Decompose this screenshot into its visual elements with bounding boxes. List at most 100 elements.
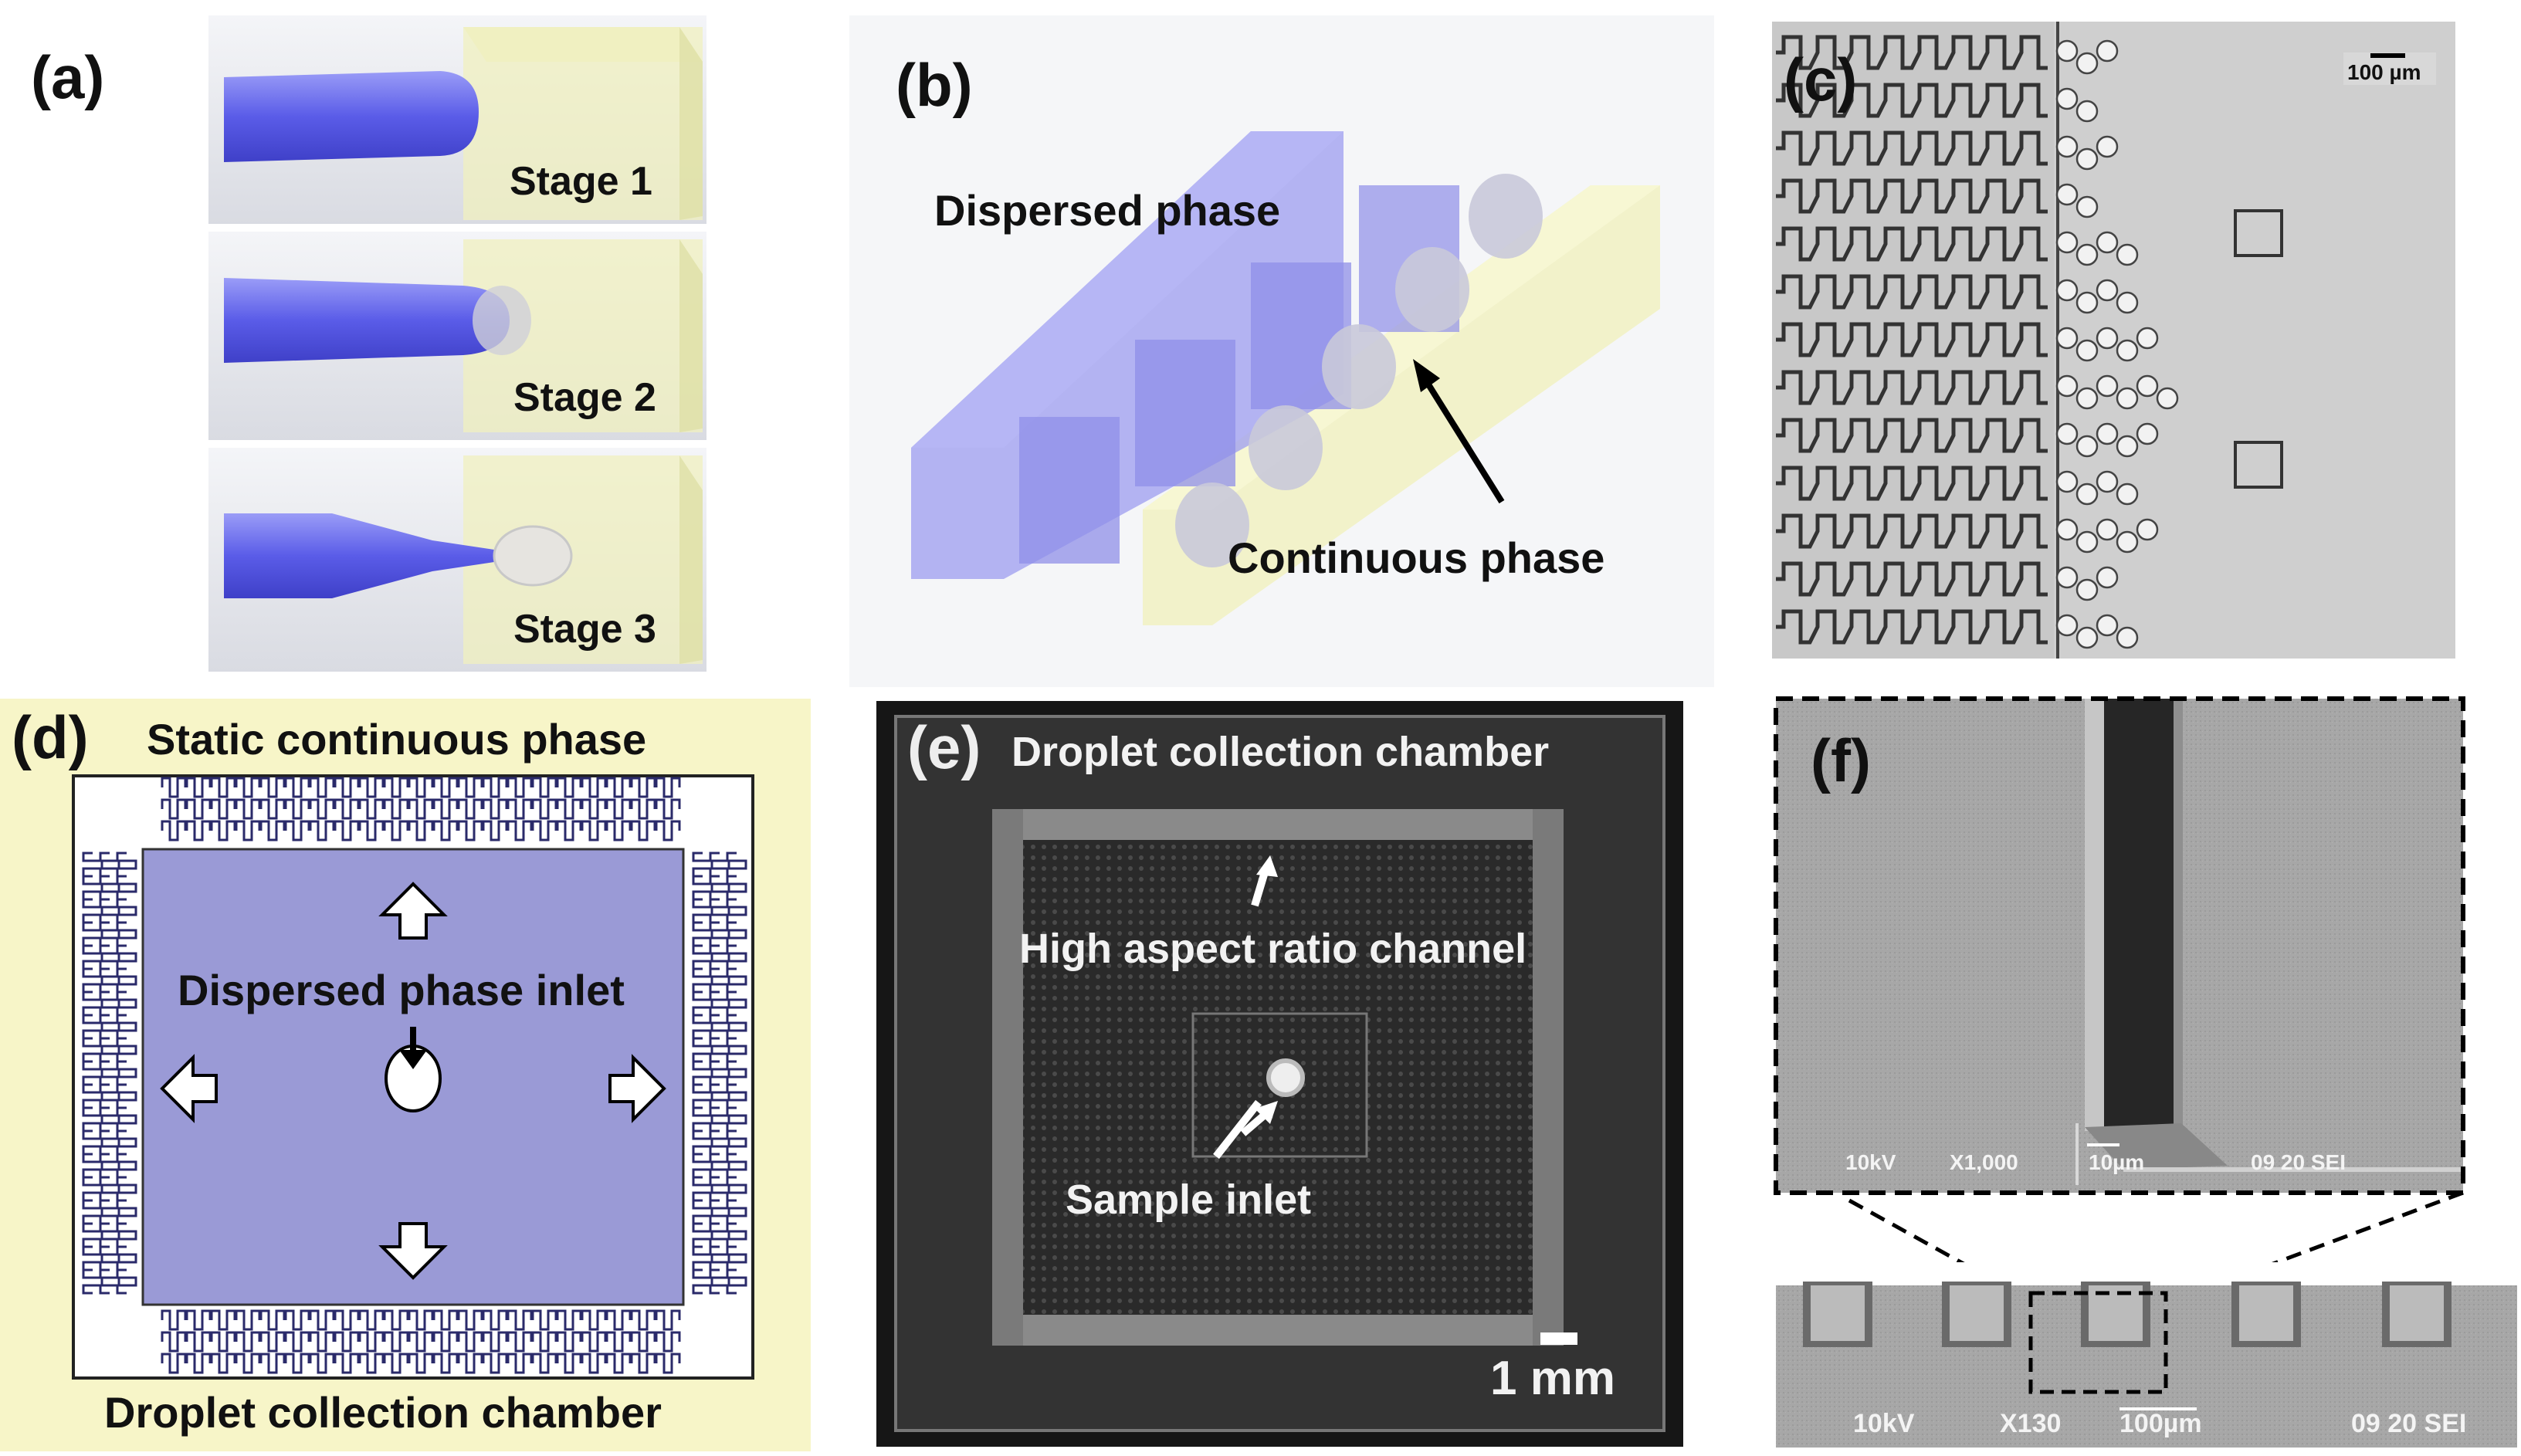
micro-channel [556,777,582,798]
droplet [2075,578,2099,601]
micro-channel [605,1309,632,1331]
micro-channel [709,967,730,994]
panel-e-photo [876,701,1683,1447]
micro-channel [116,1245,137,1271]
micro-channel [726,921,747,947]
micro-channel [709,944,730,970]
stage3-label: Stage 3 [513,607,656,652]
down-arrow-icon [378,1222,448,1280]
micro-channel [235,798,261,820]
micro-channel [457,820,483,841]
micro-channel [210,1353,236,1374]
serpentine-channel [1776,226,2048,262]
micro-channel [726,1106,747,1133]
continuous-arrow [1421,376,1505,504]
micro-channel [383,798,409,820]
right-arrow-icon [608,1054,666,1123]
micro-channel [482,777,508,798]
micro-channel [709,1060,730,1086]
micro-channel [726,875,747,901]
droplet [2116,387,2139,410]
micro-channel [692,1222,713,1248]
droplet [2055,279,2079,302]
up-arrow-icon [378,882,448,940]
droplet [2075,626,2099,649]
marker-square [2234,441,2283,489]
droplet [2096,231,2119,254]
micro-channel [507,798,533,820]
micro-channel [507,1331,533,1353]
droplet [2075,291,2099,314]
micro-channel [655,1331,681,1353]
micro-channel [82,1176,103,1202]
micro-channel [185,820,212,841]
micro-channel [531,1331,557,1353]
micro-channel [692,1129,713,1156]
micro-channel [185,798,212,820]
micro-channel [358,798,385,820]
micro-channel [655,820,681,841]
micro-channel [692,1268,713,1295]
micro-channel [709,875,730,901]
micro-channel [235,1353,261,1374]
micro-channel [709,852,730,878]
micro-channel [334,820,360,841]
droplet-chamber-label-d: Droplet collection chamber [104,1388,662,1437]
micro-channel [692,1060,713,1086]
micro-channel [709,898,730,924]
droplet [1175,483,1249,567]
micro-channel [726,1083,747,1109]
micro-channel [259,777,286,798]
droplet [2055,39,2079,63]
micro-channel [99,1060,120,1086]
micro-channel [692,1176,713,1202]
micro-channel [99,1199,120,1225]
micro-channel [692,921,713,947]
micro-channel [709,1129,730,1156]
micro-channel [82,944,103,970]
micro-channel [726,1153,747,1179]
micro-channel [457,1353,483,1374]
droplet [2055,470,2079,493]
micro-channel [82,875,103,901]
panel-a-illustration [208,15,706,672]
micro-channel [210,820,236,841]
micro-channel [259,820,286,841]
micro-channel [99,1245,120,1271]
micro-channel [116,875,137,901]
hac-bottom [992,1315,1564,1346]
droplet [2055,87,2079,110]
micro-channel [408,820,434,841]
micro-channel [358,1309,385,1331]
serpentine-channel [1776,513,2048,549]
channel-array [82,777,747,1374]
droplet [2055,135,2079,158]
micro-channel [99,1106,120,1133]
micro-channel [709,1222,730,1248]
micro-channel [581,777,607,798]
micro-channel [531,1309,557,1331]
micro-channel [116,1060,137,1086]
micro-channel [116,1106,137,1133]
micro-channel [99,1037,120,1063]
micro-channel [161,798,187,820]
droplet [2116,243,2139,266]
micro-channel [457,1331,483,1353]
micro-channel [531,1353,557,1374]
droplet [2055,518,2079,541]
micro-channel [726,1037,747,1063]
micro-channel [709,1199,730,1225]
inlet-arrow-icon [399,1050,427,1069]
droplet [2116,483,2139,506]
micro-channel [605,1353,632,1374]
droplet [2075,100,2099,123]
panel-label-a: (a) [31,43,105,111]
droplet [1322,324,1396,409]
micro-channel [334,777,360,798]
micro-channel [259,1309,286,1331]
inner-square [1191,1012,1368,1158]
droplet [2096,518,2119,541]
droplet [2116,530,2139,554]
micro-channel [383,1353,409,1374]
serpentine-channel [1776,561,2048,597]
